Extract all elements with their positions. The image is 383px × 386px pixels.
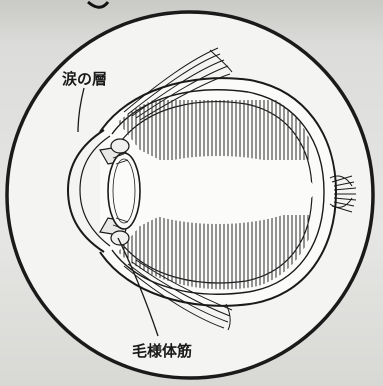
- tear-film-label: 涙の層: [62, 70, 107, 88]
- vitreous-body: [122, 156, 314, 224]
- top-edge-fragment: [88, 2, 108, 7]
- upper-ciliary-body: [111, 139, 129, 153]
- ciliary-muscle-label: 毛様体筋: [132, 342, 192, 360]
